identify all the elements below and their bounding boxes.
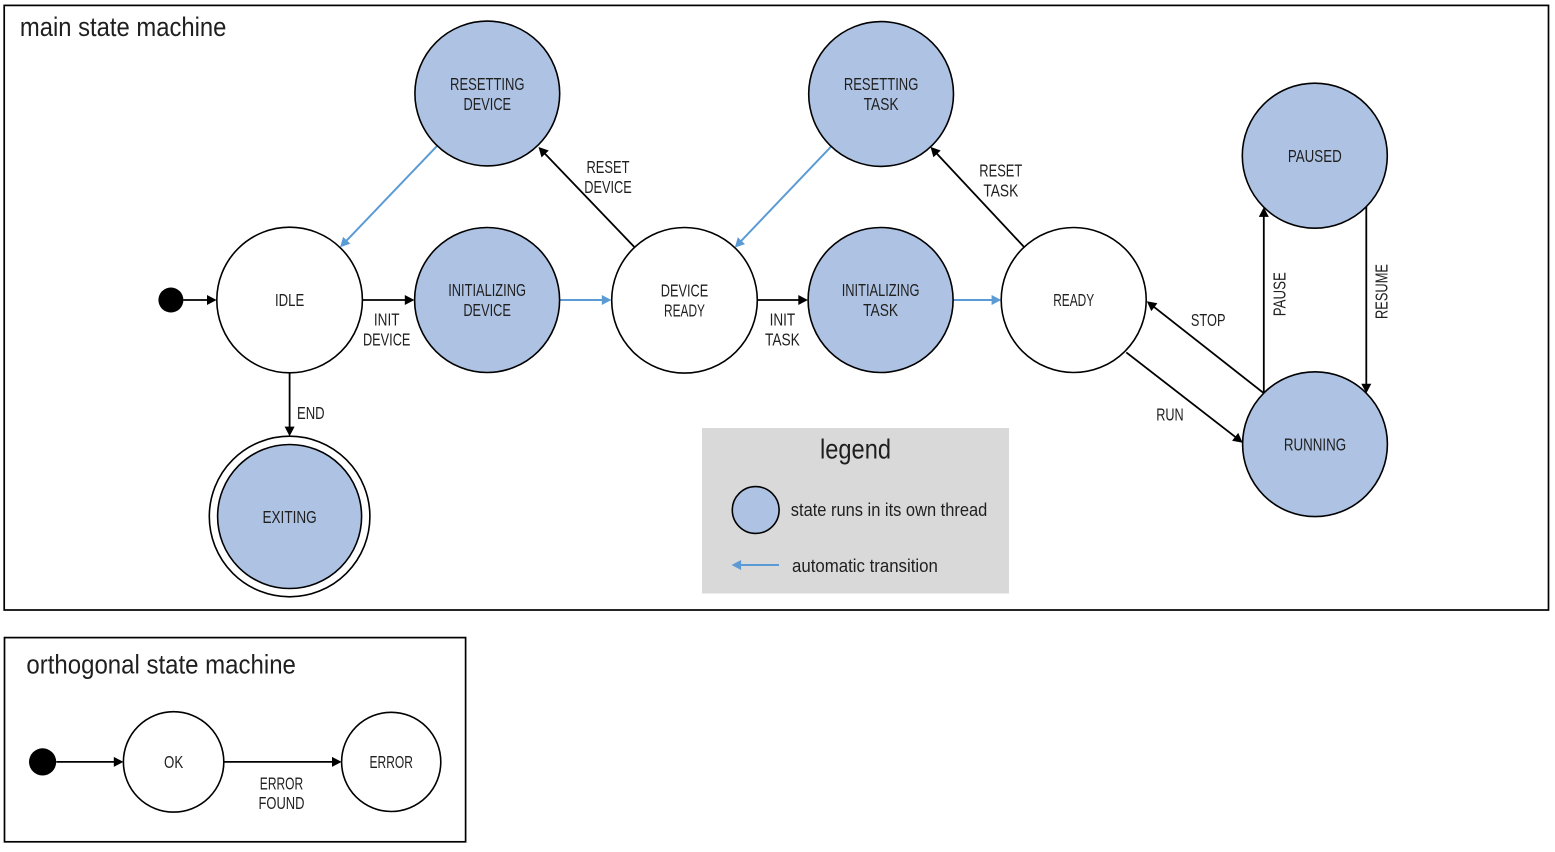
svg-text:READY: READY — [1053, 290, 1094, 310]
svg-text:RESUME: RESUME — [1371, 264, 1391, 319]
svg-text:TASK: TASK — [864, 94, 899, 114]
svg-text:READY: READY — [664, 301, 705, 321]
svg-text:DEVICE: DEVICE — [463, 300, 511, 320]
svg-text:INIT: INIT — [770, 309, 796, 329]
svg-text:DEVICE: DEVICE — [464, 94, 512, 114]
svg-text:DEVICE: DEVICE — [363, 329, 411, 349]
svg-text:RESETTING: RESETTING — [844, 74, 919, 94]
svg-text:STOP: STOP — [1191, 310, 1226, 330]
svg-text:INIT: INIT — [374, 309, 400, 329]
svg-text:TASK: TASK — [765, 329, 800, 349]
svg-text:RESETTING: RESETTING — [450, 74, 525, 94]
svg-text:INITIALIZING: INITIALIZING — [842, 280, 920, 300]
svg-text:IDLE: IDLE — [275, 290, 304, 310]
svg-text:main state machine: main state machine — [20, 12, 227, 42]
svg-text:RESET: RESET — [587, 157, 630, 177]
svg-text:RUN: RUN — [1156, 404, 1183, 424]
svg-text:TASK: TASK — [983, 180, 1018, 200]
svg-text:ERROR: ERROR — [260, 774, 303, 794]
svg-text:END: END — [297, 403, 325, 423]
svg-text:PAUSED: PAUSED — [1288, 146, 1342, 166]
svg-text:PAUSE: PAUSE — [1270, 272, 1290, 316]
svg-text:EXITING: EXITING — [262, 507, 316, 527]
svg-text:OK: OK — [164, 752, 183, 772]
svg-text:RUNNING: RUNNING — [1284, 434, 1346, 454]
svg-text:FOUND: FOUND — [259, 793, 305, 813]
svg-text:DEVICE: DEVICE — [584, 177, 632, 197]
svg-text:DEVICE: DEVICE — [661, 281, 709, 301]
svg-text:legend: legend — [820, 433, 891, 464]
svg-text:automatic transition: automatic transition — [792, 556, 938, 576]
svg-text:state runs in its own thread: state runs in its own thread — [791, 500, 988, 520]
svg-text:INITIALIZING: INITIALIZING — [448, 280, 526, 300]
svg-text:RESET: RESET — [979, 161, 1022, 181]
svg-text:ERROR: ERROR — [370, 752, 413, 772]
svg-text:TASK: TASK — [863, 300, 898, 320]
svg-text:orthogonal state machine: orthogonal state machine — [26, 649, 296, 679]
